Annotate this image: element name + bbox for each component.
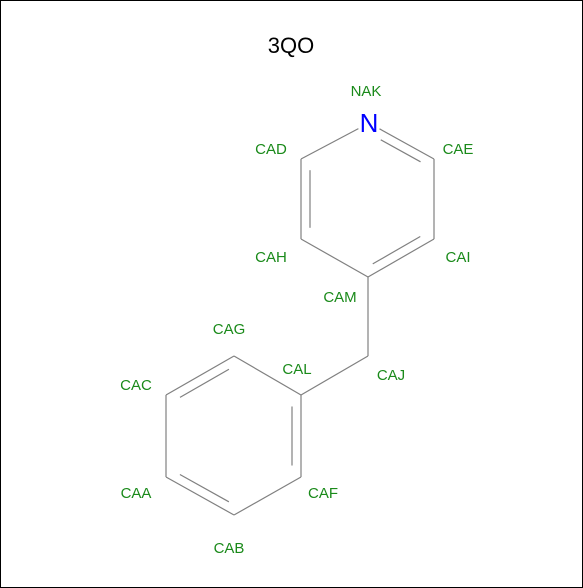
atom-label-caf: CAF [308,485,338,502]
bond-cab-caf [233,476,302,516]
atom-label-cac: CAC [120,377,152,394]
bond-caa-cab [165,476,235,516]
bond-cag-cac [165,355,235,396]
atom-label-cam: CAM [323,289,356,306]
bond-caj-cal [300,355,369,396]
atom-label-cai: CAI [445,249,470,266]
atom-label-cah: CAH [255,249,287,266]
element-symbol-nak: N [360,108,379,138]
bond-nak-cae [379,128,435,160]
bond-cal-cag [233,355,302,396]
bond-cai-cam [367,238,435,278]
diagram-title: 3QO [268,33,314,58]
bond-cai-cam-inner [372,236,421,265]
bond-nak-cae-inner [380,139,421,163]
atom-label-nak: NAK [351,83,382,100]
atom-label-caj: CAJ [377,367,405,384]
atom-label-cal: CAL [282,361,311,378]
atom-label-cab: CAB [214,540,245,557]
bond-layer [165,128,435,516]
bond-cag-cac-inner [179,368,230,398]
atom-label-layer: NAK CAD CAE CAH CAI CAM CAJ CAL CAG CAF CAC CAB CAA [120,83,473,557]
atom-label-caa: CAA [121,485,152,502]
atom-label-cag: CAG [213,321,246,338]
bond-cah-cam [300,238,369,278]
atom-label-cae: CAE [443,141,474,158]
element-symbol-layer: N [360,108,379,138]
bond-nak-cad [300,128,359,160]
bond-caa-cab-inner [179,473,230,503]
atom-label-cad: CAD [255,141,287,158]
